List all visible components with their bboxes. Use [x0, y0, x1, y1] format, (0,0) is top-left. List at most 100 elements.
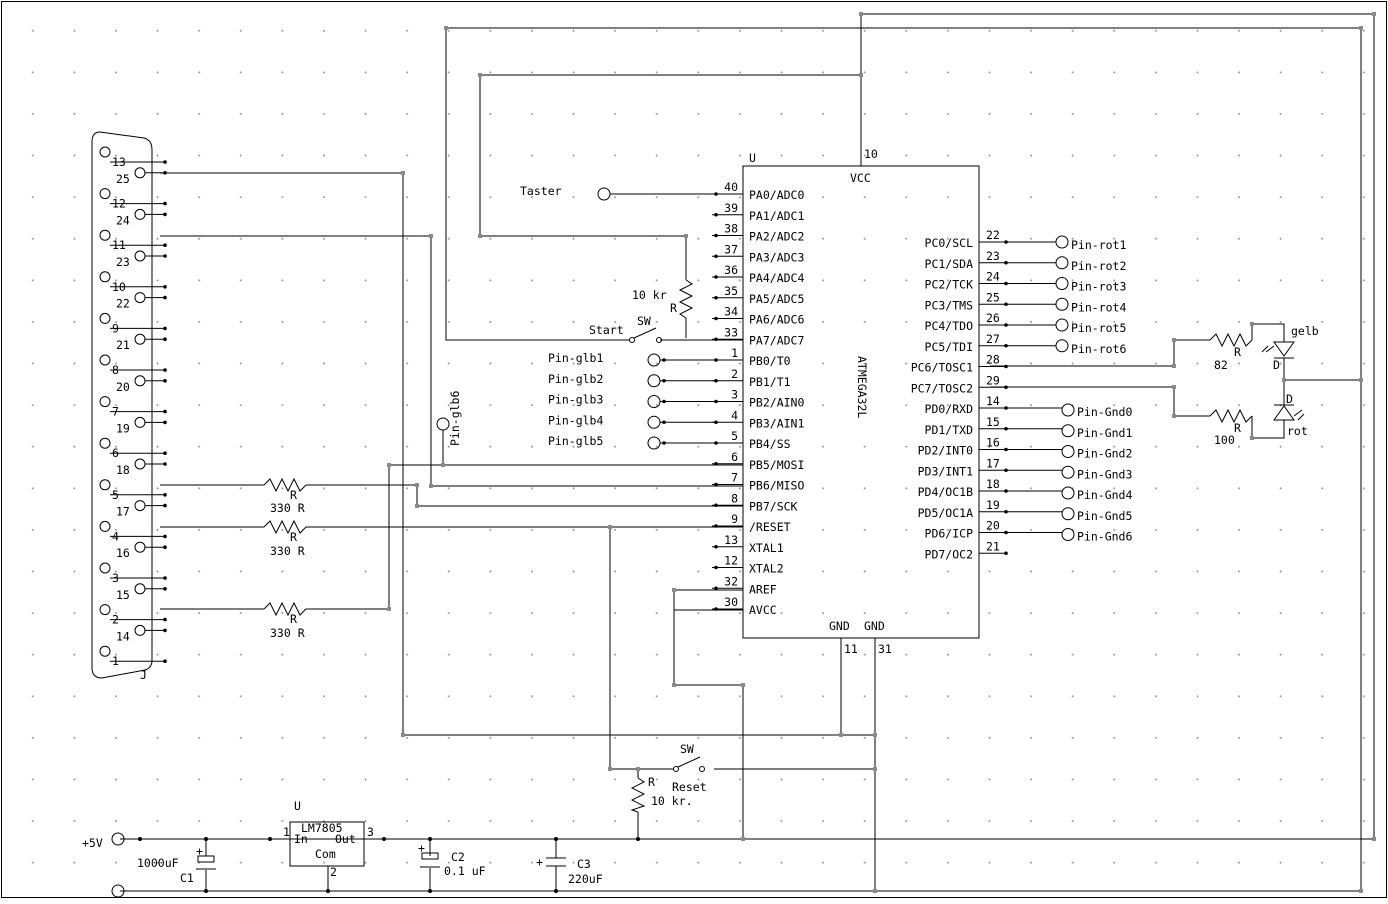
pin-glb-terminal-2[interactable]: Pin-glb2: [548, 372, 716, 388]
db25-pin-14[interactable]: 14: [116, 624, 167, 643]
led-gelb-label: gelb: [1291, 324, 1319, 338]
db25-pin-22[interactable]: 22: [116, 292, 167, 311]
mcu-pin-name: XTAL1: [749, 541, 784, 555]
regulator-com-label: Com: [315, 847, 336, 861]
regulator-out-label: Out: [335, 832, 356, 846]
mcu-pin-number: 29: [986, 373, 1000, 387]
pin-rot-terminal-5[interactable]: Pin-rot5: [1006, 318, 1126, 335]
pin-rot-terminal-2[interactable]: Pin-rot2: [1006, 256, 1126, 273]
db25-pin-24[interactable]: 24: [116, 208, 167, 227]
db25-pin-21[interactable]: 21: [116, 333, 167, 352]
db25-pin-number: 18: [116, 463, 130, 477]
mcu-pin-name: PD4/OC1B: [918, 485, 973, 499]
start-switch[interactable]: Start SW: [589, 314, 662, 343]
pin-gnd-terminal-0[interactable]: Pin-Gnd0: [1006, 403, 1132, 419]
mcu-pin-number: 25: [986, 290, 1000, 304]
mcu-pin-name: PA5/ADC5: [749, 292, 804, 306]
pin-rot-terminal-3[interactable]: Pin-rot3: [1006, 277, 1126, 294]
pin-gnd-terminal-6[interactable]: Pin-Gnd6: [1006, 528, 1132, 544]
db25-pin-16[interactable]: 16: [116, 541, 167, 560]
db25-pin-7[interactable]: 7: [99, 396, 167, 419]
mcu-gnd-pin-2: 31: [878, 642, 892, 656]
pin-gnd-terminals: Pin-Gnd0Pin-Gnd1Pin-Gnd2Pin-Gnd3Pin-Gnd4…: [1006, 403, 1132, 544]
db25-pin-10[interactable]: 10: [99, 271, 167, 294]
db25-pin-17[interactable]: 17: [116, 500, 167, 519]
db25-pin-25[interactable]: 25: [116, 167, 167, 186]
pin-rot-terminal-4[interactable]: Pin-rot4: [1006, 297, 1126, 314]
pin-rot-label: Pin-rot6: [1071, 342, 1126, 356]
pin-gnd-terminal-2[interactable]: Pin-Gnd2: [1006, 445, 1132, 461]
db25-pin-4[interactable]: 4: [99, 520, 167, 543]
db25-pin-18[interactable]: 18: [116, 458, 167, 477]
db25-pin-5[interactable]: 5: [99, 479, 167, 502]
pin-glb-label: Pin-glb4: [548, 413, 603, 427]
plus5v-terminal[interactable]: +5V: [82, 832, 125, 850]
pin-rot-terminal-6[interactable]: Pin-rot6: [1006, 339, 1126, 356]
pin-glb-terminal-5[interactable]: Pin-glb5: [548, 434, 716, 450]
resistor-330-b-ref: R: [290, 530, 297, 544]
resistor-330-c-ref: R: [290, 612, 297, 626]
pin-gnd-label: Pin-Gnd5: [1077, 509, 1132, 523]
db25-pin-6[interactable]: 6: [99, 437, 167, 460]
db25-pin-11[interactable]: 11: [99, 229, 167, 252]
pin-gnd-terminal-4[interactable]: Pin-Gnd4: [1006, 486, 1132, 502]
mcu-pin-name: PC6/TOSC1: [911, 361, 973, 375]
db25-pin-20[interactable]: 20: [116, 375, 167, 394]
pin-rot-terminal-1[interactable]: Pin-rot1: [1006, 235, 1126, 252]
db25-pin-15[interactable]: 15: [116, 583, 167, 602]
pin-glb-terminal-1[interactable]: Pin-glb1: [548, 351, 716, 367]
db25-pin-19[interactable]: 19: [116, 416, 167, 435]
taster-terminal[interactable]: Taster: [520, 184, 611, 201]
pin-gnd-label: Pin-Gnd6: [1077, 530, 1132, 544]
db25-pin-number: 25: [116, 172, 130, 186]
db25-pin-9[interactable]: 9: [99, 312, 167, 335]
db25-pin-12[interactable]: 12: [99, 188, 167, 211]
resistor-82-ref: R: [1234, 345, 1241, 359]
pin-glb-terminal-3[interactable]: Pin-glb3: [548, 393, 716, 408]
mcu-pin-number: 36: [724, 263, 738, 277]
gnd-terminal[interactable]: [111, 884, 125, 898]
mcu-pin-number: 17: [986, 456, 1000, 470]
mcu-pin-name: /RESET: [749, 520, 791, 534]
resistor-330-c-value: 330 R: [270, 626, 305, 640]
mcu-pin-name: PD0/RXD: [925, 402, 974, 416]
connector-ref: J: [140, 668, 147, 682]
mcu-left-pins: 40PA0/ADC039PA1/ADC138PA2/ADC237PA3/ADC3…: [712, 180, 804, 617]
pin-rot-label: Pin-rot5: [1071, 321, 1126, 335]
pin-glb6-terminal[interactable]: Pin-glb6: [436, 391, 462, 446]
mcu-pin-9: 9/RESET: [712, 512, 791, 534]
db25-pin-23[interactable]: 23: [116, 250, 167, 269]
voltage-regulator: U LM7805 In Out Com 1 3 2: [283, 799, 374, 879]
resistor-start: 10 kr R: [632, 279, 694, 319]
pin-gnd-terminal-3[interactable]: Pin-Gnd3: [1006, 465, 1132, 481]
db25-pin-8[interactable]: 8: [99, 354, 167, 377]
mcu-pin-name: PC2/TCK: [925, 278, 974, 292]
db25-pin-3[interactable]: 3: [99, 562, 167, 585]
db25-pin-1[interactable]: 1: [99, 645, 167, 668]
mcu-pin-number: 1: [731, 346, 738, 360]
resistor-82: R 82: [1209, 332, 1253, 372]
plus5v-label: +5V: [82, 836, 103, 850]
pin-gnd-terminal-5[interactable]: Pin-Gnd5: [1006, 507, 1132, 523]
pin-gnd-terminal-1[interactable]: Pin-Gnd1: [1006, 424, 1132, 440]
pin-glb-terminal-4[interactable]: Pin-glb4: [548, 413, 716, 429]
reset-switch[interactable]: SW Reset: [672, 742, 707, 794]
db25-pin-2[interactable]: 2: [99, 604, 167, 627]
db25-pin-13[interactable]: 13: [99, 146, 167, 169]
